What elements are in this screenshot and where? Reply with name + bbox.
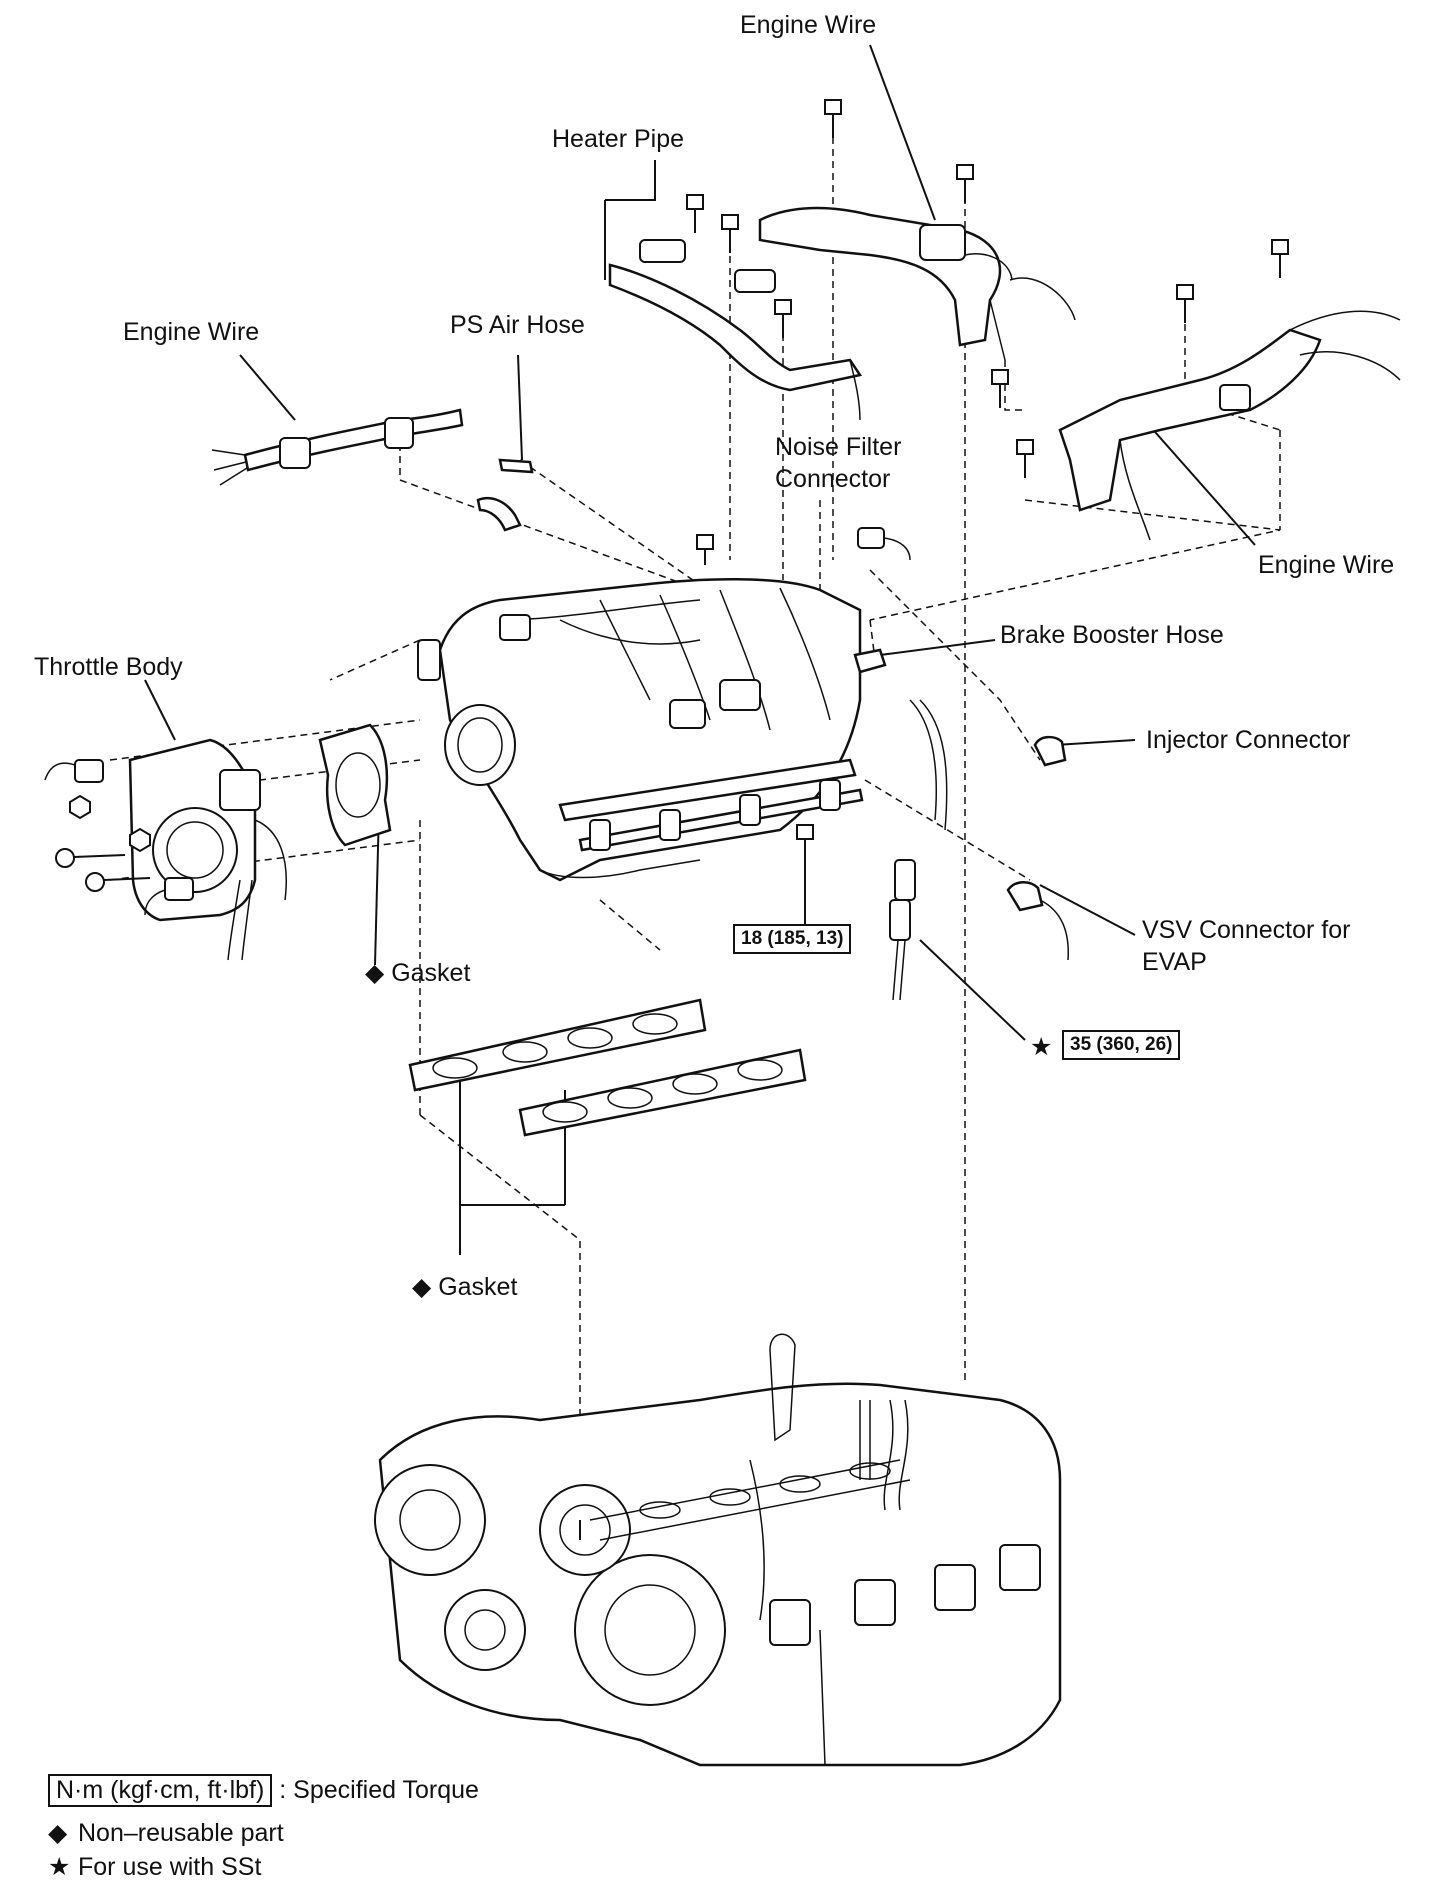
star-symbol: ★ [48, 1853, 71, 1881]
legend-nonreusable-text: Non–reusable part [78, 1819, 284, 1847]
torque-spec-intake-bolt: 18 (185, 13) [733, 924, 852, 954]
throttle-body [44, 738, 287, 961]
label-vsv-connector-line2: EVAP [1142, 948, 1207, 976]
legend-torque-box: N·m (kgf·cm, ft·lbf) [48, 1774, 273, 1807]
brake-booster-hose [853, 648, 887, 674]
ps-air-hose [476, 458, 534, 532]
label-ps-air-hose: PS Air Hose [450, 311, 585, 339]
noise-filter-connector [857, 527, 911, 561]
intake-manifold [417, 578, 864, 882]
legend-torque-desc: : Specified Torque [279, 1776, 479, 1804]
gasket-lower-text: Gasket [438, 1273, 518, 1301]
intake-gasket-1 [408, 998, 707, 1092]
heater-pipe [608, 239, 863, 421]
diamond-symbol: ◆ [412, 1273, 432, 1301]
label-injector-connector: Injector Connector [1146, 726, 1351, 754]
label-gasket-upper: ◆ Gasket [365, 958, 470, 988]
legend-torque: N·m (kgf·cm, ft·lbf) : Specified Torque [48, 1774, 479, 1807]
engine-wire-right-harness [1058, 310, 1401, 541]
vsv-connector [1006, 881, 1069, 961]
gasket-upper-text: Gasket [391, 959, 471, 987]
torque-spec-sst-star: ★ [1030, 1033, 1053, 1061]
label-engine-wire-right: Engine Wire [1258, 551, 1395, 579]
legend-sst: ★For use with SSt [48, 1852, 261, 1882]
engine-wire-top-harness [758, 206, 1076, 361]
evap-hose [889, 699, 948, 1001]
engine-wire-left-harness [211, 408, 464, 486]
label-engine-wire-top: Engine Wire [740, 11, 877, 39]
label-brake-booster-hose: Brake Booster Hose [1000, 621, 1224, 649]
diamond-symbol: ◆ [48, 1819, 68, 1847]
label-throttle-body: Throttle Body [34, 653, 183, 681]
legend-nonreusable: ◆ Non–reusable part [48, 1818, 284, 1848]
label-gasket-lower: ◆ Gasket [412, 1272, 517, 1302]
label-vsv-connector-line1: VSV Connector for [1142, 916, 1351, 944]
intake-gasket-2 [518, 1048, 807, 1137]
diamond-symbol: ◆ [365, 959, 385, 987]
torque-spec-fuel-union: 35 (360, 26) [1062, 1030, 1181, 1060]
engine-block [374, 1333, 1062, 1767]
legend-sst-text: For use with SSt [78, 1853, 262, 1881]
injector-connector [1033, 735, 1067, 767]
bolts-top [686, 99, 1289, 855]
label-heater-pipe: Heater Pipe [552, 125, 685, 153]
label-engine-wire-left: Engine Wire [123, 318, 260, 346]
label-noise-filter-line1: Noise Filter [775, 433, 902, 461]
label-noise-filter-line2: Connector [775, 465, 891, 493]
throttle-gasket [318, 723, 392, 847]
